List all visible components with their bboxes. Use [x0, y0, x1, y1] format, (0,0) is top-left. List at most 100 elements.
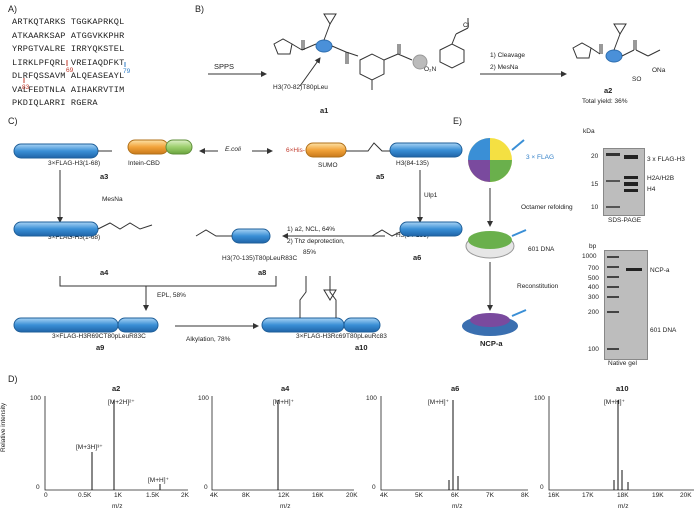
kda-tick: 20 [591, 153, 599, 160]
peak-label: [M+H]⁺ [604, 399, 625, 406]
band-601-dna: 601 DNA [650, 327, 677, 334]
a3-protein-label: 3×FLAG-H3(1-68) [48, 160, 101, 167]
mesna-step: 2) MesNa [490, 64, 519, 71]
x-tick: 1.5K [146, 492, 160, 499]
a10-bar-left [261, 317, 345, 333]
x-tick: 17K [582, 492, 594, 499]
bp-tick: 100 [588, 346, 599, 353]
x-tick: 2K [181, 492, 189, 499]
residue-mark-79: 79 [123, 68, 131, 75]
x-tick: 8K [521, 492, 529, 499]
leucine-residue [315, 39, 333, 53]
bp-tick: 700 [588, 265, 599, 272]
intein-bar [127, 139, 169, 155]
total-yield: Total yield: 36% [582, 98, 628, 105]
sequence-highlights [23, 60, 126, 83]
x-tick: 19K [652, 492, 664, 499]
panel-label-e: E) [453, 116, 462, 126]
compound-a2: a2 [604, 86, 613, 95]
h3-84-135-bar [389, 142, 463, 158]
residue-mark-83: 83 [22, 84, 30, 91]
x-tick: 6K [451, 492, 459, 499]
resin-bead [412, 54, 428, 70]
band-ncp-a: NCP-a [650, 267, 670, 274]
sulfonate-ona: ONa [652, 67, 666, 74]
ncl-step: 1) a2, NCL, 64% [287, 226, 336, 233]
linker-benzene-ring [359, 53, 385, 81]
chloroformate-cl: Cl [463, 22, 470, 29]
peak-label: [M+H]⁺ [428, 399, 449, 406]
cleavage-step: 1) Cleavage [490, 52, 526, 59]
compound-a1: a1 [320, 106, 329, 115]
mesna-label: MesNa [102, 196, 123, 203]
spectrum-title-a10: a10 [616, 384, 629, 393]
y-tick-0: 0 [540, 484, 544, 491]
alkylation-label: Alkylation, 78% [186, 336, 231, 343]
a10-bar-right [343, 317, 381, 333]
x-tick: 20K [680, 492, 692, 499]
y-tick-100: 100 [198, 395, 209, 402]
x-axis-label: m/z [452, 503, 463, 510]
compound-a8: a8 [258, 268, 267, 277]
spps-label: SPPS [214, 62, 235, 71]
panel-label-d: D) [8, 374, 18, 384]
flag-tag-label: 3 × FLAG [526, 154, 554, 161]
bp-tick: 1000 [582, 253, 597, 260]
reagent-benzene-ring [439, 43, 465, 69]
a4-protein-label: 3×FLAG-H3(1-68) [48, 234, 101, 241]
sequence-line: YRPGTVALRE IRRYQKSTEL [12, 44, 125, 54]
x-tick: 8K [242, 492, 250, 499]
x-tick: 5K [415, 492, 423, 499]
panel-label-c: C) [8, 116, 18, 126]
sequence-line: LIRKLPFQRL VREIAQDFKT [12, 57, 125, 68]
bp-tick: 400 [588, 284, 599, 291]
sequence-line: PKDIQLARRI RGERA [12, 98, 98, 108]
octamer-h2b [468, 160, 490, 182]
x-tick: 0 [44, 492, 48, 499]
dna-label: 601 DNA [528, 246, 555, 253]
spectrum-title-a6: a6 [451, 384, 460, 393]
x-tick: 4K [380, 492, 388, 499]
synthesis-scheme-b [208, 13, 661, 90]
sds-page-label: SDS-PAGE [608, 217, 642, 224]
thz-step: 2) Thz deprotection, [287, 238, 345, 245]
compound-a5: a5 [376, 172, 385, 181]
band-h4: H4 [647, 186, 656, 193]
sumo-bar [305, 142, 347, 158]
thz-yield: 85% [303, 249, 317, 256]
a10-protein-label: 3×FLAG-H3Rc69T80pLeuRc83 [296, 333, 387, 340]
a9-bar-left [13, 317, 119, 333]
ulp1-label: Ulp1 [424, 192, 438, 199]
band-flag-h3: 3 x FLAG-H3 [647, 156, 685, 163]
nitro-group: O₂N [424, 66, 437, 73]
spectrum-title-a2: a2 [112, 384, 121, 393]
compound-a3: a3 [100, 172, 109, 181]
histone-sequence: ARTKQTARKS TGGKAPRKQL ATKAARKSAP ATGGVKK… [12, 16, 125, 111]
diazirine-ring [323, 13, 337, 25]
ms-spectra-axes [44, 396, 694, 491]
panel-label-a: A) [8, 4, 17, 14]
a5-protein-label: H3(84-135) [396, 160, 429, 167]
compound-a4: a4 [100, 268, 109, 277]
compound-a6: a6 [413, 253, 422, 262]
intein-cbd-label: Intein-CBD [128, 160, 160, 167]
nucleosome-assembly-e [462, 138, 527, 336]
x-tick: 4K [210, 492, 218, 499]
a8-bar [231, 228, 271, 244]
peak-label: [M+H]⁺ [148, 477, 169, 484]
his-tag-label: 6×His- [286, 147, 305, 154]
octamer-h4 [490, 160, 512, 182]
native-gel-label: Native gel [608, 360, 637, 367]
x-tick: 18K [617, 492, 629, 499]
a6-bar [399, 221, 463, 237]
gel-bands [606, 153, 642, 350]
y-tick-0: 0 [36, 484, 40, 491]
kda-label: kDa [583, 128, 595, 135]
sequence-line: ATKAARKSAP ATGGVKKPHR [12, 30, 125, 41]
bp-tick: 300 [588, 294, 599, 301]
y-tick-100: 100 [534, 395, 545, 402]
peak-label: [M+H]⁺ [273, 399, 294, 406]
y-tick-0: 0 [204, 484, 208, 491]
x-tick: 7K [486, 492, 494, 499]
x-tick: 16K [548, 492, 560, 499]
